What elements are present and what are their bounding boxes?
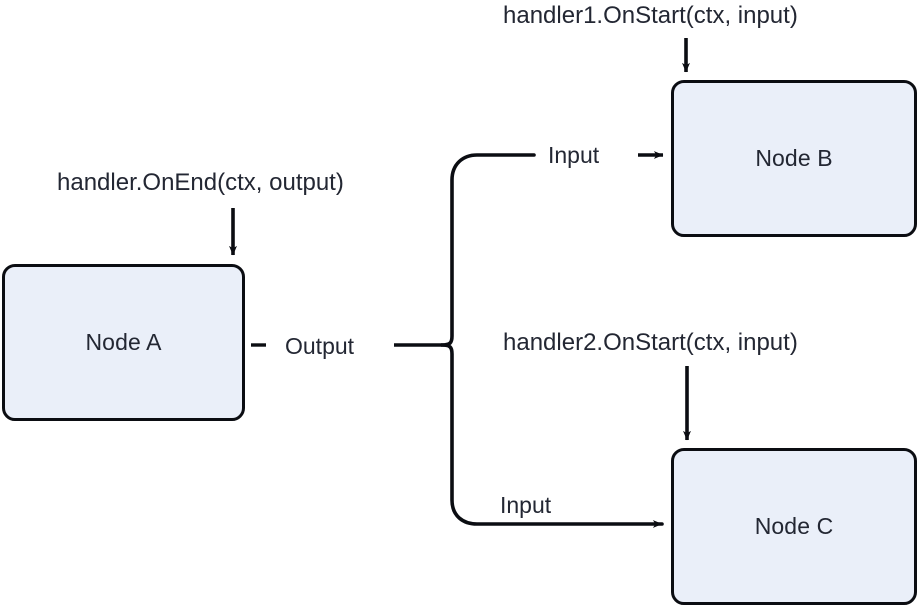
handler-annotation-onend: handler.OnEnd(ctx, output) xyxy=(57,169,344,196)
node-b-label: Node B xyxy=(755,145,833,171)
edge-label-input-node-c: Input xyxy=(500,492,552,518)
edge-label-output: Output xyxy=(285,333,355,359)
node-c-label: Node C xyxy=(754,513,834,539)
fork-branch-upper xyxy=(440,153,536,347)
node-a-label: Node A xyxy=(85,329,162,355)
node-box-node-c[interactable]: Node C xyxy=(671,448,917,605)
node-box-node-a[interactable]: Node A xyxy=(2,264,245,421)
handler-annotation-handler1-onstart: handler1.OnStart(ctx, input) xyxy=(503,2,798,29)
fork-branch-lower xyxy=(440,343,664,528)
node-box-node-b[interactable]: Node B xyxy=(671,80,917,237)
handler-annotation-handler2-onstart: handler2.OnStart(ctx, input) xyxy=(503,329,798,356)
edge-label-input-node-b: Input xyxy=(548,142,600,168)
